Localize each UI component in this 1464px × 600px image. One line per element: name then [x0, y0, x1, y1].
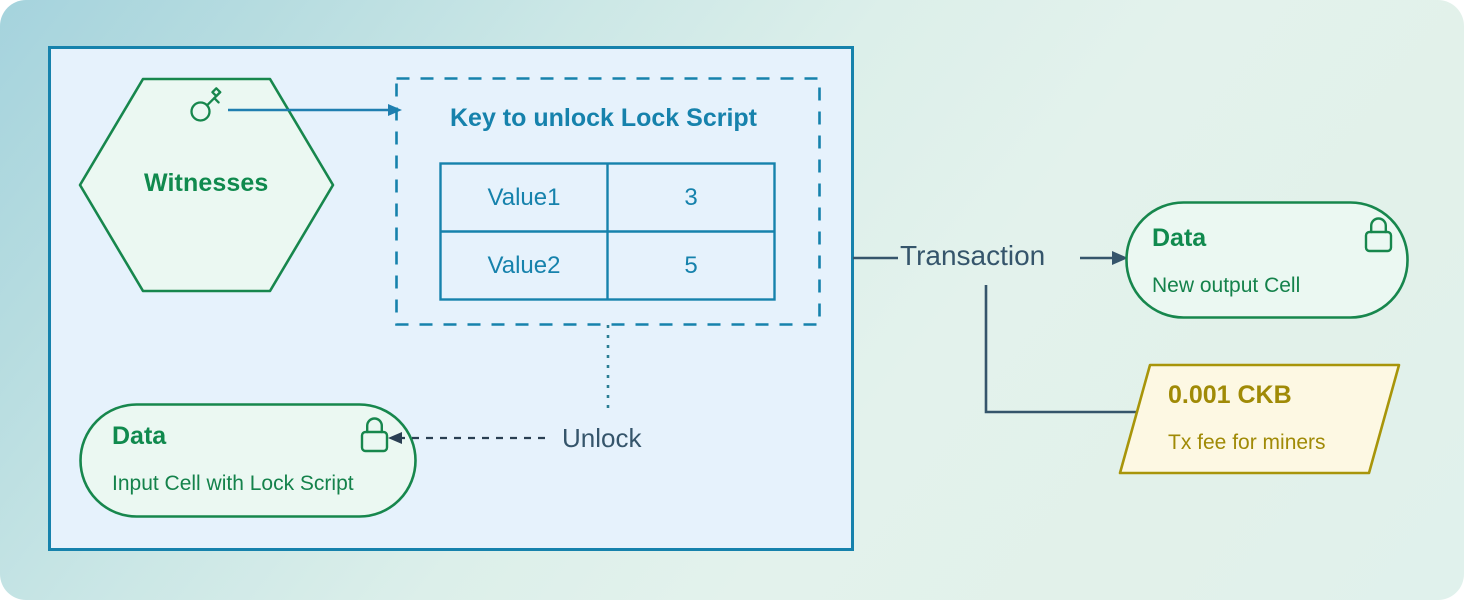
transaction-to-fee-line: [984, 285, 1140, 414]
fee-subtitle: Tx fee for miners: [1168, 431, 1326, 454]
transaction-label: Transaction: [900, 240, 1046, 271]
output-cell-title: Data: [1152, 224, 1207, 252]
unlock-label: Unlock: [562, 423, 642, 453]
lock-icon: [1364, 217, 1393, 253]
witness-to-script-arrow: [228, 104, 402, 116]
input-cell-title: Data: [112, 422, 167, 450]
output-cell-subtitle: New output Cell: [1152, 274, 1301, 297]
transaction-to-output-arrow: [1080, 251, 1128, 265]
fee-parallelogram[interactable]: [1118, 363, 1401, 475]
witnesses-hexagon[interactable]: [78, 77, 335, 293]
table-row-value-1: 5: [684, 252, 698, 279]
unlock-arrow: [388, 432, 545, 444]
lock-icon: [360, 417, 389, 453]
fee-amount: 0.001 CKB: [1168, 381, 1292, 409]
lock-script-title: Key to unlock Lock Script: [450, 104, 758, 132]
table-row-name-1: Value2: [487, 252, 561, 279]
input-cell-shape[interactable]: [79, 403, 417, 518]
value-table: [439, 162, 776, 301]
table-row-name-0: Value1: [487, 184, 561, 211]
output-cell-shape[interactable]: [1125, 201, 1409, 319]
key-icon: [190, 87, 222, 122]
witnesses-label: Witnesses: [144, 169, 269, 197]
table-row-value-0: 3: [684, 184, 698, 211]
input-cell-subtitle: Input Cell with Lock Script: [112, 472, 354, 495]
